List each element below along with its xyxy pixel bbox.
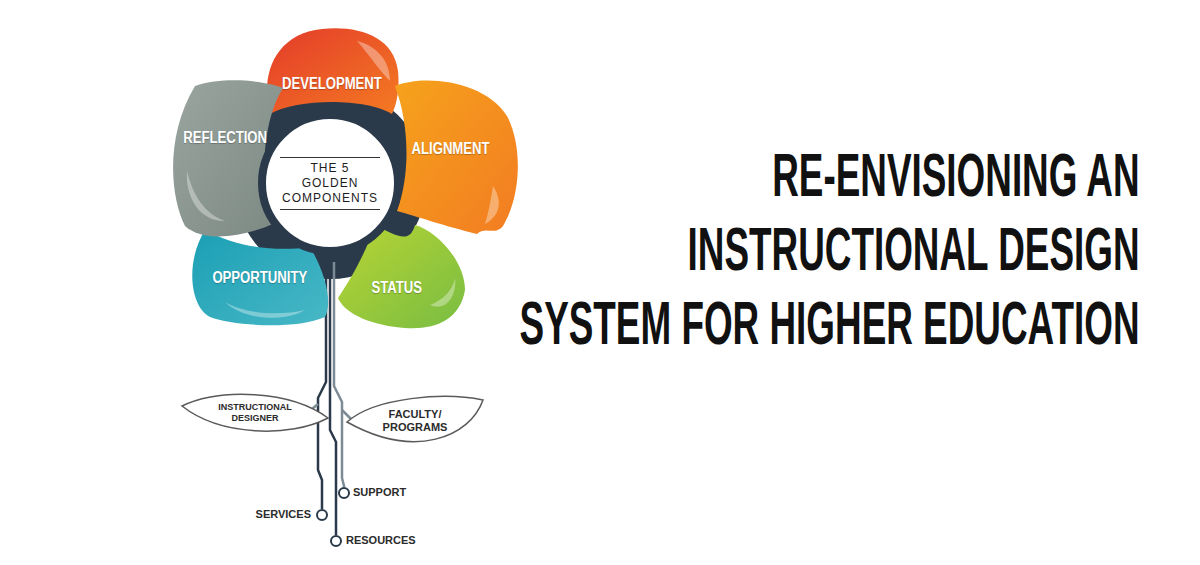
center-label: THE 5 GOLDEN COMPONENTS xyxy=(280,157,380,210)
title-line: SYSTEM FOR HIGHER EDUCATION xyxy=(520,286,1140,360)
petal-label: ALIGNMENT xyxy=(412,140,490,158)
title-heading: RE-ENVISIONING AN INSTRUCTIONAL DESIGN S… xyxy=(520,138,1140,360)
leaf-label: INSTRUCTIONAL DESIGNER xyxy=(212,402,298,424)
petal-outline xyxy=(385,76,522,241)
center-circle: THE 5 GOLDEN COMPONENTS xyxy=(258,111,402,255)
petal-highlight xyxy=(430,278,455,307)
title-line: RE-ENVISIONING AN xyxy=(520,138,1140,212)
leaf-label: FACULTY/ PROGRAMS xyxy=(375,408,455,434)
root-terminals xyxy=(317,488,349,546)
terminal-label: SERVICES xyxy=(256,508,311,520)
terminal-label: SUPPORT xyxy=(353,486,406,498)
title-line: INSTRUCTIONAL DESIGN xyxy=(520,212,1140,286)
petal-shape: ALIGNMENT xyxy=(385,76,522,241)
petal-highlight xyxy=(225,302,305,318)
petal-label: STATUS xyxy=(372,279,423,297)
terminal-label: RESOURCES xyxy=(346,534,416,546)
leaf-fill xyxy=(182,394,328,431)
petal-highlight xyxy=(485,186,499,224)
petal-label: DEVELOPMENT xyxy=(282,75,382,93)
petal-highlight xyxy=(187,171,225,221)
petal-fill xyxy=(395,81,518,234)
petal-shape: DEVELOPMENT xyxy=(262,26,402,118)
petal-label: REFLECTION xyxy=(183,129,267,147)
petal-label: OPPORTUNITY xyxy=(213,269,308,287)
petal-outline xyxy=(262,26,402,118)
leaf-fill xyxy=(347,396,483,441)
petal-fill xyxy=(267,28,399,114)
leaf-shape: FACULTY/ PROGRAMS xyxy=(345,392,485,458)
leaf-shape: INSTRUCTIONAL DESIGNER xyxy=(180,388,330,438)
